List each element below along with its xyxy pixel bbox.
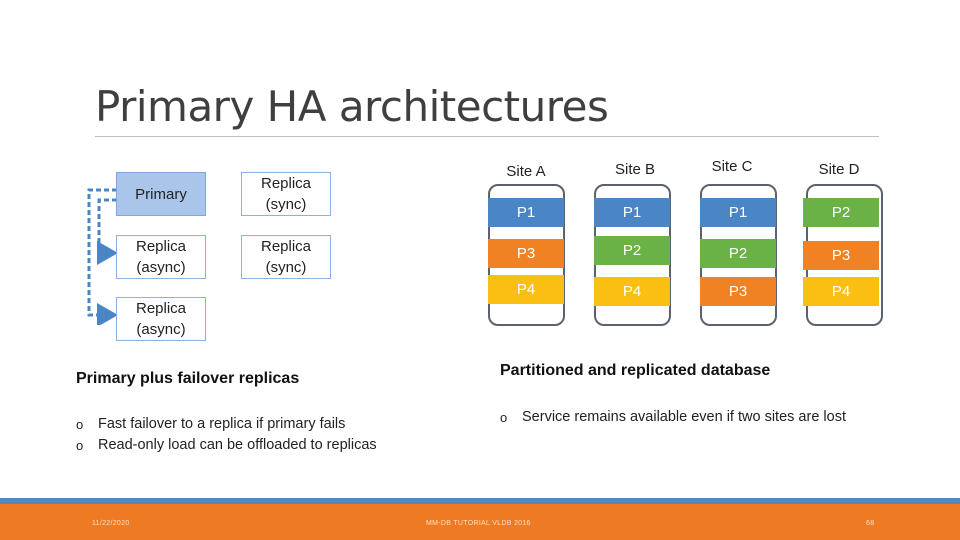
- list-item: o Fast failover to a replica if primary …: [76, 414, 377, 435]
- footer-date: 11/22/2020: [92, 520, 130, 527]
- slide-title: Primary HA architectures: [95, 82, 609, 131]
- node-primary: Primary: [116, 172, 206, 216]
- list-item: o Service remains available even if two …: [500, 407, 846, 428]
- site-a-label: Site A: [506, 163, 546, 180]
- footer-accent-bar: [0, 498, 960, 504]
- partition-cell-b-1: P1: [594, 198, 670, 227]
- right-bullet-list: o Service remains available even if two …: [500, 407, 846, 428]
- left-bullet-list: o Fast failover to a replica if primary …: [76, 414, 377, 456]
- partition-cell-c-2: P2: [700, 239, 776, 268]
- node-replica-async-2: Replica (async): [116, 297, 206, 341]
- partition-cell-c-1: P1: [700, 198, 776, 227]
- node-replica-async-1: Replica (async): [116, 235, 206, 279]
- bullet-marker: o: [500, 410, 508, 425]
- site-d-label: Site D: [818, 161, 860, 178]
- partition-cell-d-1: P2: [803, 198, 879, 227]
- partition-cell-c-3: P3: [700, 277, 776, 306]
- left-caption: Primary plus failover replicas: [76, 370, 300, 387]
- partition-cell-a-1: P1: [488, 198, 564, 227]
- failover-connectors: [87, 188, 118, 325]
- list-item: o Read-only load can be offloaded to rep…: [76, 435, 377, 456]
- right-caption: Partitioned and replicated database: [500, 362, 771, 379]
- node-replica-sync-1: Replica (sync): [241, 172, 331, 216]
- bullet-marker: o: [76, 438, 84, 453]
- slide-number: 68: [866, 520, 875, 527]
- partition-cell-d-2: P3: [803, 241, 879, 270]
- partition-cell-d-3: P4: [803, 277, 879, 306]
- partition-cell-b-2: P2: [594, 236, 670, 265]
- site-b-label: Site B: [614, 161, 656, 178]
- connector-primary-to-replica-async-2: [87, 188, 118, 325]
- node-replica-sync-2: Replica (sync): [241, 235, 331, 279]
- footer-bar: 11/22/2020 MM-DB TUTORIAL VLDB 2016 68: [0, 504, 960, 540]
- site-c-label: Site C: [711, 158, 753, 175]
- title-divider: [95, 136, 879, 137]
- bullet-marker: o: [76, 417, 84, 432]
- partition-cell-a-3: P4: [488, 275, 564, 304]
- partition-cell-a-2: P3: [488, 239, 564, 268]
- footer-center-text: MM-DB TUTORIAL VLDB 2016: [426, 520, 531, 527]
- partition-cell-b-3: P4: [594, 277, 670, 306]
- connector-primary-to-replica-async-1: [97, 198, 118, 265]
